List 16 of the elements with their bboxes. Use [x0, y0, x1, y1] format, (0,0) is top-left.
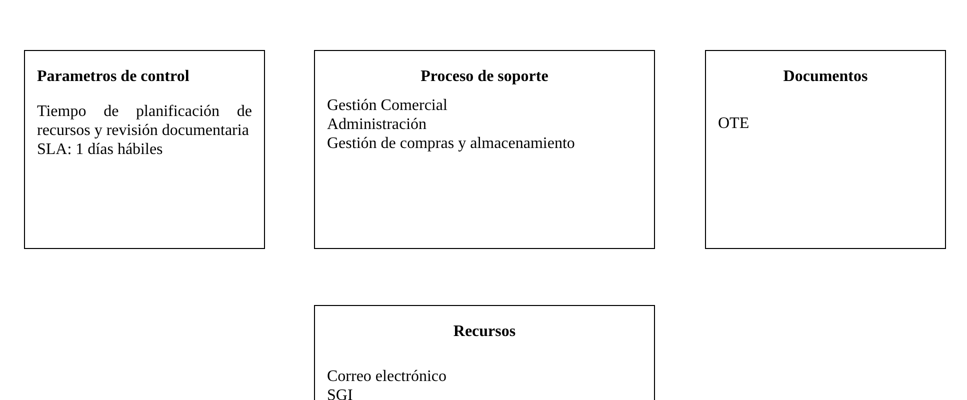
box-heading: Documentos — [782, 67, 869, 86]
box-heading: Parametros de control — [37, 67, 190, 86]
box-text: OTE — [718, 114, 750, 133]
info-box — [314, 305, 655, 400]
box-text: Correo electrónico — [327, 367, 448, 386]
info-box — [24, 50, 265, 249]
info-box — [314, 50, 655, 249]
box-text: Administración — [327, 115, 428, 134]
box-text: SGI — [327, 386, 354, 400]
box-text: Tiempo de planificación de recursos y revisión documentaria — [37, 102, 252, 140]
box-text: Gestión Comercial — [327, 96, 448, 115]
box-text: Gestión de compras y almacenamiento — [327, 134, 576, 153]
box-heading: Recursos — [452, 322, 517, 341]
box-text: SLA: 1 días hábiles — [37, 140, 164, 159]
box-heading: Proceso de soporte — [420, 67, 550, 86]
info-box — [705, 50, 946, 249]
